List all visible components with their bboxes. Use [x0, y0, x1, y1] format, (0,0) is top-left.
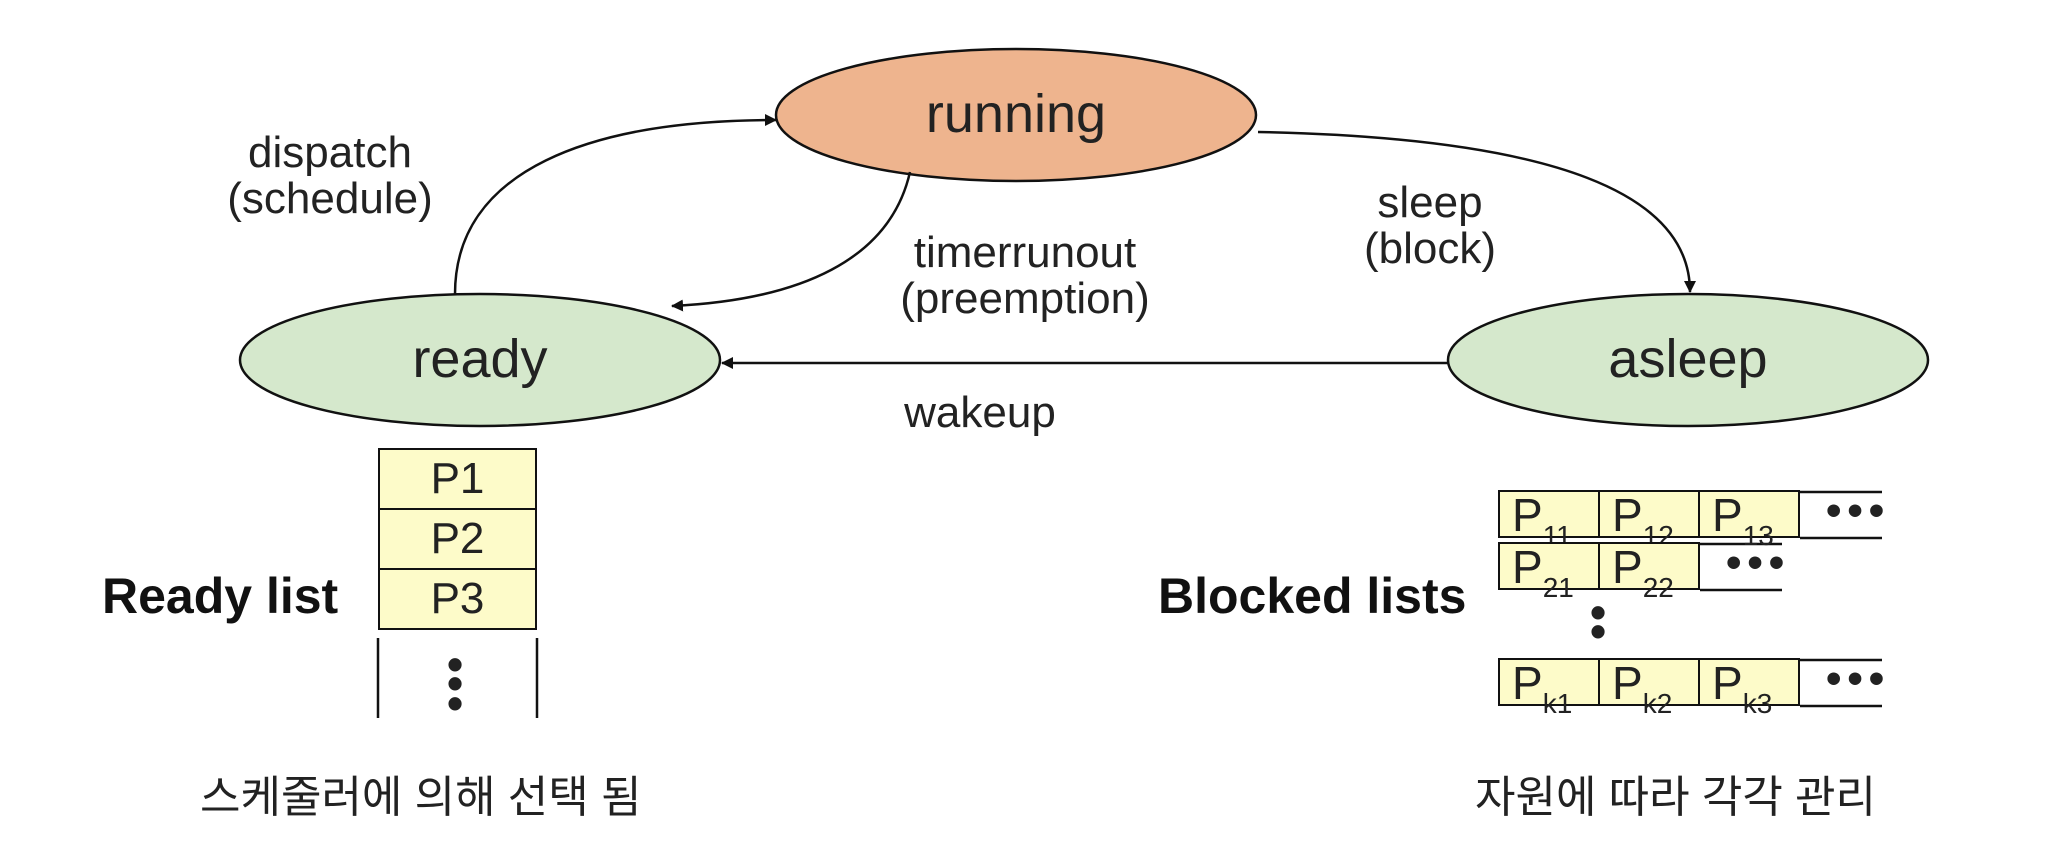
wakeup-label: wakeup [904, 388, 1056, 437]
ready-list-item: P1 [378, 448, 537, 510]
process-base: P [1712, 489, 1743, 541]
ready-list-title: Ready list [102, 568, 339, 624]
process-base: P [1712, 657, 1743, 709]
process-subscript: 22 [1642, 572, 1674, 603]
timeout-arrow [671, 171, 912, 312]
blocked-list-cell: P22 [1598, 541, 1700, 602]
ready-list-more-icon: ••• [446, 638, 464, 729]
blocked-list-cell: Pk2 [1598, 657, 1700, 718]
dispatch-label: dispatch (schedule) [227, 128, 433, 224]
blocked-lists-title: Blocked lists [1158, 568, 1467, 624]
process-subscript: k3 [1742, 688, 1773, 719]
blocked-list-cell: P11 [1498, 489, 1600, 550]
process-subscript: k1 [1542, 688, 1573, 719]
process-base: P [1512, 541, 1543, 593]
process-base: P [1512, 489, 1543, 541]
blocked-list-cell: Pk3 [1698, 657, 1800, 718]
running-label: running [925, 84, 1107, 144]
process-subscript: k2 [1642, 688, 1673, 719]
ready-list-item: P2 [378, 508, 537, 570]
process-subscript: 21 [1542, 572, 1574, 603]
ready-list-caption: 스케줄러에 의해 선택 됨 [200, 773, 642, 822]
blocked-list-cell: P13 [1698, 489, 1800, 550]
blocked-lists-caption: 자원에 따라 각각 관리 [1475, 773, 1876, 822]
ready-state-node [238, 292, 722, 428]
process-base: P [1512, 657, 1543, 709]
blocked-list-cell: Pk1 [1498, 657, 1600, 718]
blocked-lists-more-icon: •• [1589, 586, 1607, 658]
process-base: P [1612, 657, 1643, 709]
asleep-state-node [1446, 292, 1930, 428]
process-base: P [1612, 489, 1643, 541]
timeout-label: timerrunout (preemption) [900, 228, 1150, 324]
blocked-row-more-icon: ••• [1826, 654, 1891, 703]
ready-label: ready [412, 329, 548, 389]
ready-list-item: P3 [378, 568, 537, 630]
blocked-row-more-icon: ••• [1826, 486, 1891, 535]
sleep-arrow [1257, 130, 1696, 293]
process-subscript: 13 [1742, 520, 1774, 551]
process-base: P [1612, 541, 1643, 593]
blocked-list-cell: P21 [1498, 541, 1600, 602]
blocked-list-cell: P12 [1598, 489, 1700, 550]
dispatch-arrow [453, 114, 777, 295]
sleep-label: sleep (block) [1363, 178, 1497, 274]
blocked-row-more-icon: ••• [1726, 538, 1791, 587]
asleep-label: asleep [1608, 329, 1768, 389]
